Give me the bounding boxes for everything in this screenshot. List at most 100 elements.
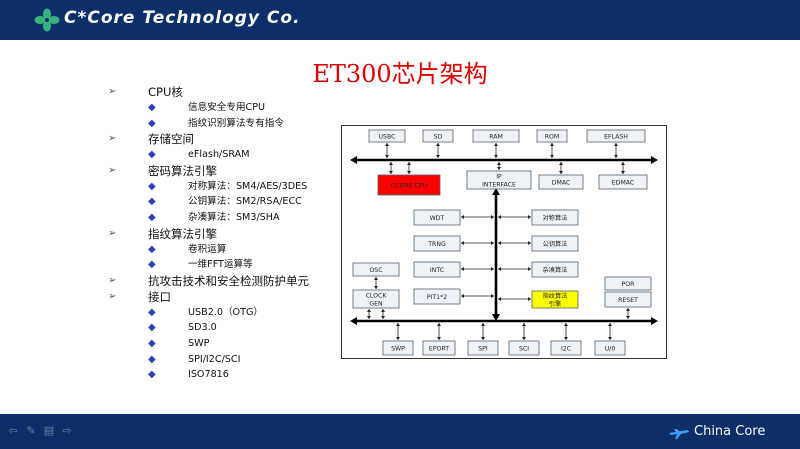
reset-bus-connector-head-up xyxy=(626,308,630,311)
left-peripheral-connector-head-right xyxy=(491,215,494,219)
clock-bus-connector-head-up xyxy=(381,309,385,312)
reset-block xyxy=(604,291,652,308)
top-block xyxy=(536,129,568,143)
outline-item-label: 存储空间 xyxy=(148,132,194,147)
outline-item: ➢CPU核 xyxy=(108,84,348,100)
top-block-connector-head-down xyxy=(436,155,440,158)
ip-interface-block-label: INTERFACE xyxy=(482,182,516,189)
right-peripheral-connector-head-left xyxy=(498,267,501,271)
bottom-block-label: SCI xyxy=(519,346,529,353)
fingerprint-connector-head-right xyxy=(528,297,531,301)
left-peripheral-connector-head-left xyxy=(461,267,464,271)
ip-interface-block-label: IP xyxy=(496,174,502,181)
bus-bottom-head-left xyxy=(350,317,357,325)
bottom-block-label: SPI xyxy=(478,346,488,353)
bottom-block xyxy=(382,340,414,356)
bottom-block-connector-head-down xyxy=(608,337,612,340)
osc-clock-connector-head-down xyxy=(374,286,378,289)
clock-gen-block-label: GEN xyxy=(369,301,383,308)
bottom-block-connector-head-up xyxy=(481,323,485,326)
peripheral-block-label: TRNG xyxy=(427,241,446,248)
fingerprint-engine-block-label: 指纹算法 xyxy=(543,292,568,300)
slide-title: ET300芯片架构 xyxy=(312,60,488,88)
crypto-block-label: 杂凑算法 xyxy=(543,266,568,274)
outline-item: ➢存储空间 xyxy=(108,131,348,147)
cpu-block xyxy=(377,174,441,196)
fingerprint-engine-block-label: 引擎 xyxy=(549,300,561,308)
clock-gen-block xyxy=(352,289,400,309)
cpu-connector-head-down xyxy=(407,171,411,174)
outline-item-label: 接口 xyxy=(148,289,171,304)
outline-subitem: ◆对称算法：SM4/AES/3DES xyxy=(108,179,348,195)
outline-subitem: ◆公钥算法：SM2/RSA/ECC xyxy=(108,194,348,210)
back-arrow-icon[interactable]: ⇦ xyxy=(8,424,18,437)
outline-subitem-label: USB2.0（OTG） xyxy=(188,306,263,318)
outline-subitem-label: SD3.0 xyxy=(188,322,217,334)
peripheral-block xyxy=(413,209,461,226)
fingerprint-engine-block xyxy=(531,290,579,309)
top-block xyxy=(368,129,406,143)
diamond-bullet-icon: ◆ xyxy=(148,196,156,208)
por-block-label: POR xyxy=(622,281,636,288)
peripheral-block-label: PIT1*2 xyxy=(427,294,447,301)
bottom-block-connector-head-down xyxy=(437,337,441,340)
peripheral-block xyxy=(413,288,461,305)
outline-subitem: ◆ 一维FFT运算等 xyxy=(108,257,348,273)
outline-subitem-label: 一维FFT运算等 xyxy=(188,259,253,271)
crypto-block xyxy=(531,209,579,226)
top-block-label: ROM xyxy=(545,134,560,141)
edmac-block xyxy=(598,174,648,190)
dmac-block-label: DMAC xyxy=(552,180,571,187)
left-peripheral-connector-head-right xyxy=(491,241,494,245)
outline-item: ➢密码算法引擎 xyxy=(108,163,348,179)
brand-name: China Core xyxy=(694,424,766,439)
diamond-bullet-icon: ◆ xyxy=(148,211,156,223)
outline-list: ➢CPU核◆信息安全专用CPU◆指纹识别算法专有指令➢存储空间◆eFlash/S… xyxy=(108,84,348,383)
top-block-connector-head-up xyxy=(494,143,498,146)
top-block-connector-head-up xyxy=(550,143,554,146)
top-block-label: RAM xyxy=(489,134,503,141)
clock-bus-connector-head-up xyxy=(367,309,371,312)
footer-bar: ⇦ ✎ ▤ ⇨ China Core xyxy=(0,414,800,449)
dmac-connector-head-down xyxy=(559,171,563,174)
diamond-bullet-icon: ◆ xyxy=(148,180,156,192)
top-block-label: EFLASH xyxy=(604,134,628,141)
right-peripheral-connector-head-left xyxy=(498,215,501,219)
arrow-bullet-icon: ➢ xyxy=(108,274,117,286)
left-peripheral-connector-head-right xyxy=(491,294,494,298)
reset-bus-connector-head-down xyxy=(626,316,630,319)
bus-bottom-head-right xyxy=(651,317,658,325)
osc-clock-connector-head-up xyxy=(374,277,378,280)
bottom-block-connector-head-down xyxy=(564,337,568,340)
arrow-bullet-icon: ➢ xyxy=(108,227,117,239)
edmac-connector-head-up xyxy=(621,162,625,165)
dmac-connector-head-up xyxy=(559,162,563,165)
diamond-bullet-icon: ◆ xyxy=(148,259,156,271)
outline-item: ➢ 抗攻击技术和安全检测防护单元 xyxy=(108,273,348,289)
forward-arrow-icon[interactable]: ⇨ xyxy=(62,424,72,437)
edmac-connector-head-down xyxy=(621,171,625,174)
crypto-block xyxy=(531,235,579,252)
outline-subitem: ◆信息安全专用CPU xyxy=(108,100,348,116)
clock-gen-block-label: CLOCK xyxy=(366,293,388,300)
bottom-block-connector-head-down xyxy=(481,337,485,340)
left-peripheral-connector-head-left xyxy=(461,215,464,219)
right-peripheral-connector-head-right xyxy=(528,267,531,271)
osc-block-label: OSC xyxy=(369,267,382,274)
diamond-bullet-icon: ◆ xyxy=(148,149,156,161)
bottom-block-label: U/0 xyxy=(605,346,616,353)
top-block-connector-head-down xyxy=(550,155,554,158)
menu-icon[interactable]: ▤ xyxy=(43,424,55,437)
top-block-connector-head-up xyxy=(385,143,389,146)
arrow-bullet-icon: ➢ xyxy=(108,164,117,176)
arrow-bullet-icon: ➢ xyxy=(108,290,117,302)
outline-item: ➢指纹算法引擎 xyxy=(108,226,348,242)
outline-item-label: 抗攻击技术和安全检测防护单元 xyxy=(148,273,309,288)
bottom-block-connector-head-up xyxy=(437,323,441,326)
pen-icon[interactable]: ✎ xyxy=(26,424,36,437)
bottom-block-connector-head-down xyxy=(396,337,400,340)
bottom-block-connector-head-up xyxy=(396,323,400,326)
crypto-block xyxy=(531,261,579,278)
outline-subitem: ◆指纹识别算法专有指令 xyxy=(108,116,348,132)
outline-subitem-label: SWP xyxy=(188,337,210,349)
